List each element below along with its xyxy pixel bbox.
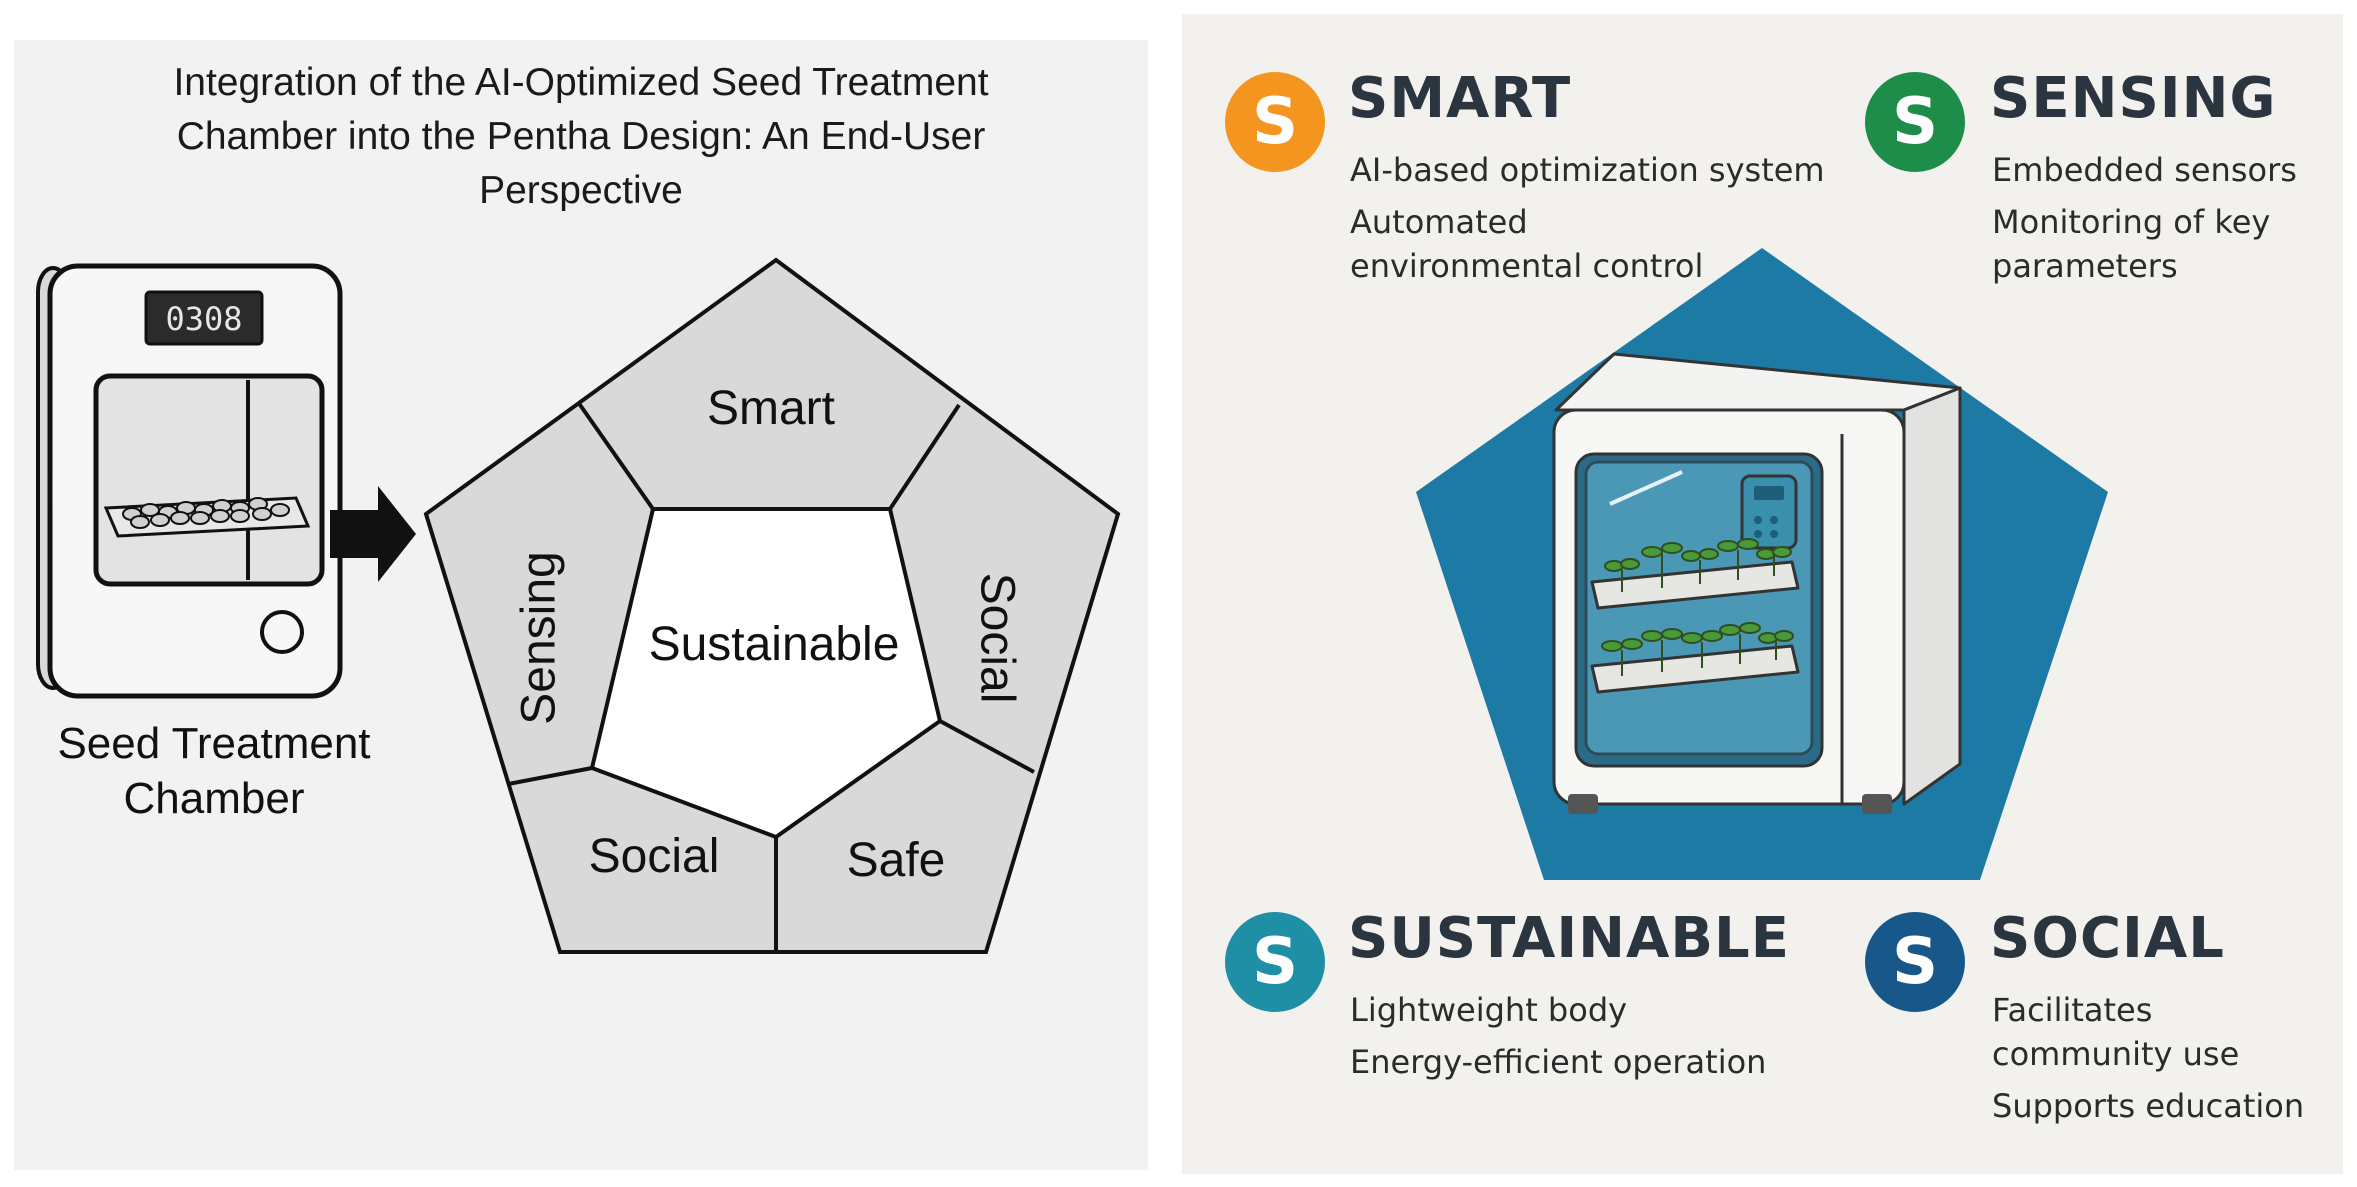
sensing-item-1: Embedded sensors <box>1992 151 2297 189</box>
seed-chamber-icon: 0308 <box>36 263 343 699</box>
pentagon-label-safe: Safe <box>847 834 946 887</box>
smart-item-1: AI-based optimization system <box>1350 151 1825 189</box>
seedlings-icon <box>1601 538 1794 676</box>
pillar-title-sensing: SENSING <box>1990 66 2277 131</box>
diagram-title: Integration of the AI-Optimized Seed Tre… <box>14 56 1148 218</box>
smart-s-badge-icon: S <box>1225 72 1325 172</box>
pillar-items-sensing: Embedded sensors Monitoring of key param… <box>1992 148 2297 288</box>
chamber-caption: Seed Treatment Chamber <box>14 716 414 826</box>
social-item-2: community use <box>1992 1035 2240 1073</box>
pillar-items-smart: AI-based optimization system Automated e… <box>1350 148 1825 288</box>
chamber-caption-line-2: Chamber <box>123 774 305 823</box>
pentagon-label-social-right: Social <box>970 573 1023 704</box>
title-line-3: Perspective <box>479 169 683 212</box>
pentagon-label-sustainable: Sustainable <box>649 618 900 671</box>
right-infographic-panel: S SMART AI-based optimization system Aut… <box>1182 14 2343 1174</box>
social-item-1: Facilitates <box>1992 991 2153 1029</box>
pillar-title-sustainable: SUSTAINABLE <box>1348 906 1790 971</box>
pillar-items-social: Facilitates community use Supports educa… <box>1992 988 2304 1128</box>
chamber-display-readout: 0308 <box>165 300 242 338</box>
social-item-3: Supports education <box>1992 1087 2305 1125</box>
pentagon-label-social-bottom: Social <box>589 830 720 883</box>
title-line-2: Chamber into the Pentha Design: An End-U… <box>176 115 986 158</box>
sustainable-item-2: Energy-efficient operation <box>1350 1043 1767 1081</box>
pillar-title-smart: SMART <box>1348 66 1572 131</box>
pentagon-label-sensing: Sensing <box>513 551 566 724</box>
pentagon-label-smart: Smart <box>707 382 835 435</box>
smart-item-3: environmental control <box>1350 247 1704 285</box>
pillar-title-social: SOCIAL <box>1990 906 2225 971</box>
sustainable-item-1: Lightweight body <box>1350 991 1628 1029</box>
smart-item-2: Automated <box>1350 203 1528 241</box>
left-diagram-graphic: 0308 <box>36 257 1121 954</box>
sensing-item-2: Monitoring of key <box>1992 203 2271 241</box>
social-s-badge-icon: S <box>1865 912 1965 1012</box>
pentha-pentagon <box>423 257 1121 954</box>
sensing-item-3: parameters <box>1992 247 2178 285</box>
grow-chamber-icon <box>1552 352 1962 814</box>
pillar-items-sustainable: Lightweight body Energy-efficient operat… <box>1350 988 1766 1084</box>
left-diagram-panel: Integration of the AI-Optimized Seed Tre… <box>14 40 1148 1170</box>
title-line-1: Integration of the AI-Optimized Seed Tre… <box>173 61 989 104</box>
sensing-s-badge-icon: S <box>1865 72 1965 172</box>
chamber-caption-line-1: Seed Treatment <box>57 719 371 768</box>
sustainable-s-badge-icon: S <box>1225 912 1325 1012</box>
right-infographic-graphic <box>1416 248 2108 880</box>
arrow-icon <box>330 486 416 582</box>
